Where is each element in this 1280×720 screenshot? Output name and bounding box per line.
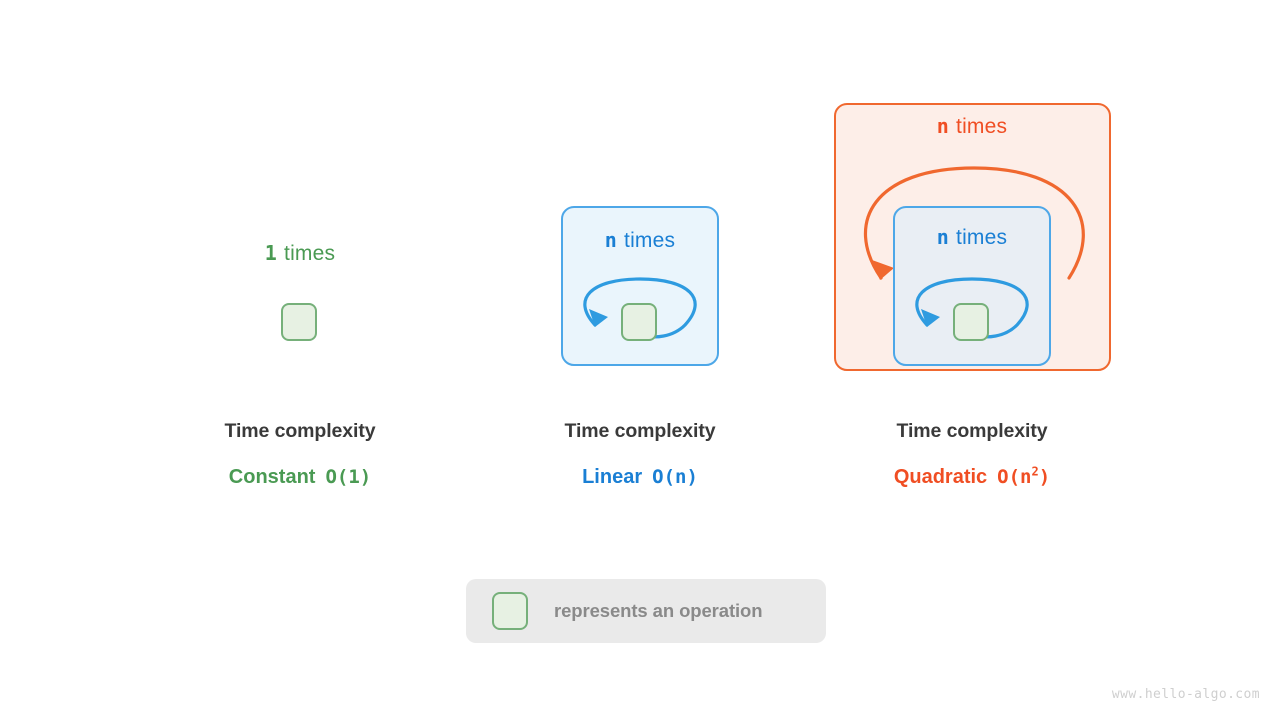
- complexity-name: Quadratic: [893, 466, 988, 488]
- quadratic-inner-loop-word: times: [956, 226, 1008, 249]
- legend-box: represents an operation: [466, 579, 826, 643]
- caption-complexity: Linear O(n): [470, 464, 810, 490]
- operation-square: [281, 303, 317, 341]
- complexity-name: Constant: [228, 466, 316, 488]
- legend-label: represents an operation: [554, 600, 763, 621]
- legend-operation-square-icon: [492, 592, 528, 630]
- constant-times-label: 1 times: [130, 241, 470, 266]
- caption-title: Time complexity: [896, 420, 1048, 442]
- complexity-bigo-exponent: 2: [1031, 464, 1039, 479]
- quadratic-caption: Time complexity Quadratic O(n2): [802, 418, 1142, 490]
- caption-complexity: Quadratic O(n2): [802, 464, 1142, 490]
- quadratic-inner-loop-count: n: [936, 225, 950, 249]
- constant-loop-word: times: [284, 242, 336, 265]
- complexity-column-constant: 1 times Time complexity Constant O(1): [130, 0, 470, 720]
- quadratic-outer-loop-word: times: [956, 115, 1008, 138]
- constant-loop-count: 1: [264, 241, 278, 265]
- linear-loop-word: times: [624, 229, 676, 252]
- caption-title: Time complexity: [224, 420, 376, 442]
- linear-caption: Time complexity Linear O(n): [470, 418, 810, 490]
- operation-square: [621, 303, 657, 341]
- constant-caption: Time complexity Constant O(1): [130, 418, 470, 490]
- constant-diagram: 1 times: [130, 90, 470, 390]
- complexity-bigo: O(n2): [997, 466, 1050, 488]
- quadratic-outer-loop-count: n: [936, 114, 950, 138]
- complexity-bigo: O(1): [325, 466, 372, 488]
- caption-title: Time complexity: [564, 420, 716, 442]
- operation-square: [953, 303, 989, 341]
- caption-complexity: Constant O(1): [130, 464, 470, 490]
- linear-loop-count: n: [604, 228, 618, 252]
- complexity-bigo-close: ): [1038, 466, 1051, 488]
- complexity-bigo-base: O(n: [997, 466, 1032, 488]
- complexity-bigo: O(n): [652, 466, 698, 488]
- complexity-name: Linear: [582, 466, 643, 488]
- watermark: www.hello-algo.com: [1111, 687, 1260, 702]
- constant-loop-group: 1 times: [130, 90, 470, 390]
